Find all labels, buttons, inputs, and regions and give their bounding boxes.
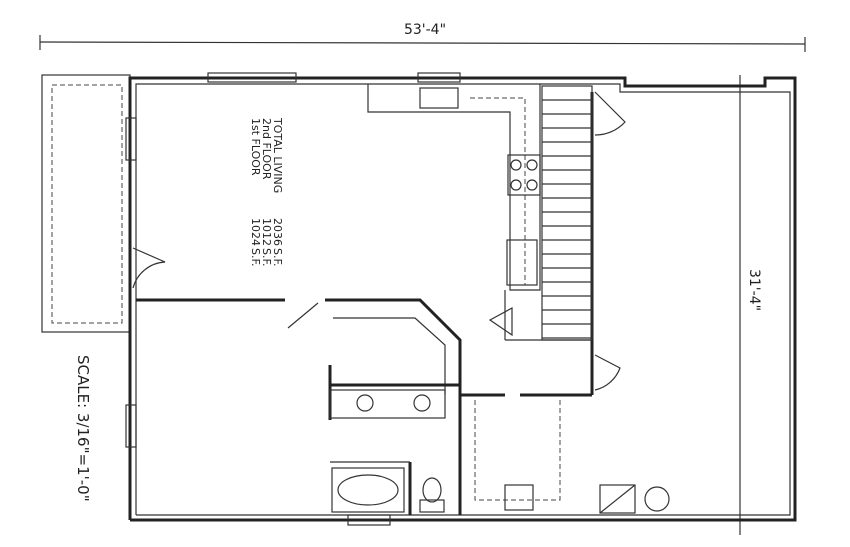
sink-icon [419,87,459,109]
shower-icon [504,484,534,511]
windows [125,72,461,526]
utility [599,484,670,514]
water-heater-icon [599,484,636,514]
svg-text:1012: 1012 [260,218,273,246]
svg-text:1024: 1024 [249,218,262,246]
depth-label: 31'-4" [746,269,762,311]
width-dimension: 53'-4" [39,22,806,52]
svg-text:TOTAL LIVING: TOTAL LIVING [271,117,284,193]
deck [41,74,131,333]
sink-icon [413,394,431,412]
bathroom [329,389,561,513]
furnace-icon [644,486,670,512]
svg-text:S.F.: S.F. [249,248,262,267]
svg-text:S.F.: S.F. [260,248,273,267]
range-icon [507,154,541,196]
svg-text:2036: 2036 [271,218,284,246]
svg-text:S.F.: S.F. [271,248,284,267]
depth-dimension: 31'-4" [739,75,762,535]
stairs [541,85,593,341]
doors [132,91,626,391]
area-table: 1st FLOOR 1024 S.F. 2nd FLOOR 1012 S.F. … [249,117,284,267]
svg-text:1st FLOOR: 1st FLOOR [249,118,262,176]
width-label: 53'-4" [404,22,446,38]
bathtub-icon [331,467,405,513]
kitchen [367,84,541,291]
svg-text:2nd FLOOR: 2nd FLOOR [260,118,273,180]
area-row: TOTAL LIVING 2036 S.F. [271,117,284,267]
area-row: 1st FLOOR 1024 S.F. [249,118,262,267]
sink-icon [356,394,374,412]
toilet-icon [419,499,445,513]
vanity [329,389,446,419]
scale-label: SCALE: 3/16"=1'-0" [74,355,92,502]
refrigerator-icon [506,239,538,286]
exterior-walls [128,76,797,522]
area-row: 2nd FLOOR 1012 S.F. [260,118,273,267]
